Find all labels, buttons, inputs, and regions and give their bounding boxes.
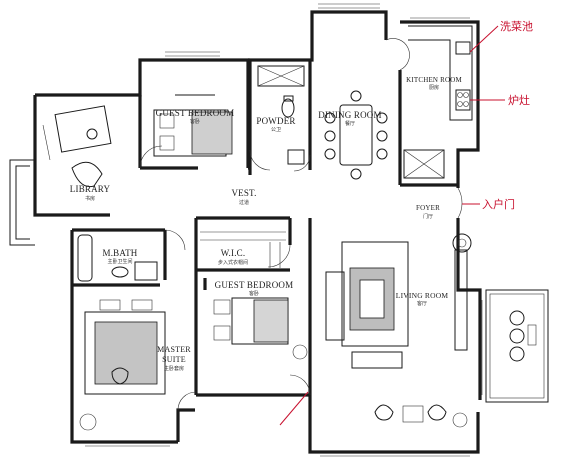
label-suite: SUITE	[162, 355, 186, 364]
balcony	[485, 289, 549, 403]
room-labels: LIBRARY 书房 GUEST BEDROOM 客卧 POWDER 公卫 DI…	[70, 76, 463, 372]
doors	[139, 38, 463, 411]
label-vest-cn: 过道	[239, 199, 249, 206]
label-vest: VEST.	[231, 188, 256, 198]
label-m-bath: M.BATH	[103, 248, 138, 258]
label-master: MASTER	[157, 345, 191, 354]
label-foyer-cn: 门厅	[423, 213, 433, 220]
label-kitchen-room: KITCHEN ROOM	[406, 76, 462, 84]
annotations: 洗菜池 炉灶 入户门	[482, 20, 533, 211]
annotation-leaders	[279, 25, 505, 426]
label-m-bath-cn: 主卧卫生间	[107, 258, 132, 265]
label-library: LIBRARY	[70, 184, 111, 194]
label-guest-bedroom-top-cn: 客卧	[190, 118, 200, 125]
annotation-entry-door: 入户门	[482, 197, 515, 211]
label-living-room-cn: 客厅	[417, 300, 427, 307]
label-foyer: FOYER	[416, 204, 440, 212]
annotation-sink: 洗菜池	[500, 20, 533, 33]
annotation-stove: 炉灶	[508, 94, 530, 107]
label-powder: POWDER	[256, 116, 295, 126]
label-dining-room-cn: 餐厅	[345, 120, 355, 127]
label-library-cn: 书房	[85, 195, 95, 202]
label-guest-bedroom-top: GUEST BEDROOM	[156, 108, 235, 118]
label-living-room: LIVING ROOM	[396, 291, 449, 300]
label-dining-room: DINING ROOM	[318, 110, 381, 120]
label-powder-cn: 公卫	[271, 127, 281, 133]
label-guest-bedroom-mid: GUEST BEDROOM	[215, 280, 294, 290]
label-kitchen-room-cn: 厨房	[429, 84, 439, 91]
label-wic-cn: 步入式衣帽间	[218, 259, 248, 266]
label-guest-bedroom-mid-cn: 客卧	[249, 290, 259, 297]
furniture	[42, 25, 473, 431]
interior-walls	[68, 60, 458, 397]
label-wic: W.I.C.	[221, 248, 246, 258]
label-master-suite-cn: 主卧套房	[164, 365, 184, 372]
